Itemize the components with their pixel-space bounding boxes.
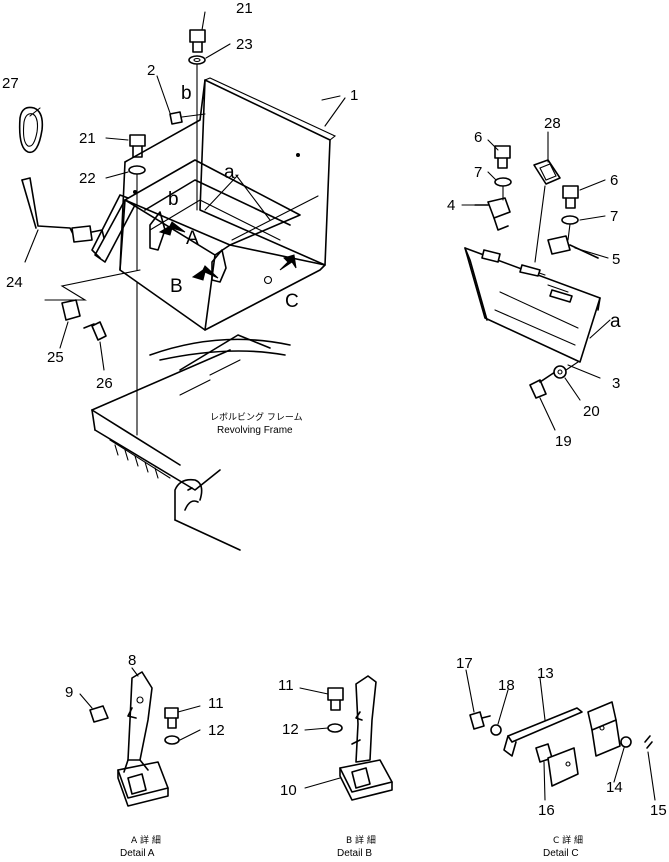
callout-labels: 21 23 2 1 27 21 22 24 25 26 6 28 7 6 4 7… — [2, 0, 667, 819]
detail-b-en: Detail B — [337, 848, 372, 859]
callout-27: 27 — [2, 75, 19, 92]
callout-17: 17 — [456, 655, 473, 672]
letter-B: B — [170, 276, 183, 297]
letter-a-bracket: a — [610, 311, 621, 332]
detail-a-jp: A 詳 細 — [131, 834, 161, 846]
callout-12-b: 12 — [282, 721, 299, 738]
letter-b-inner: b — [168, 189, 179, 210]
callout-1: 1 — [350, 87, 358, 104]
letter-a-box: a — [224, 162, 235, 183]
callout-28: 28 — [544, 115, 561, 132]
callout-16: 16 — [538, 802, 555, 819]
frame-label-en: Revolving Frame — [217, 425, 293, 436]
battery-box-assembly — [18, 29, 341, 436]
callout-3: 3 — [612, 375, 620, 392]
callout-23: 23 — [236, 36, 253, 53]
callout-8: 8 — [128, 652, 136, 669]
callout-24: 24 — [6, 274, 23, 291]
detail-a — [89, 671, 180, 807]
detail-b-jp: B 詳 細 — [346, 834, 376, 846]
callout-14: 14 — [606, 779, 623, 796]
letter-labels: b b a A B C a — [168, 83, 621, 332]
detail-a-en: Detail A — [120, 848, 155, 859]
callout-15: 15 — [650, 802, 667, 819]
callout-18: 18 — [498, 677, 515, 694]
detail-c-en: Detail C — [543, 848, 579, 859]
letter-C: C — [285, 291, 299, 312]
letter-A: A — [186, 228, 199, 249]
callout-21-top: 21 — [236, 0, 253, 17]
callout-21-left: 21 — [79, 130, 96, 147]
revolving-frame — [91, 334, 291, 551]
callout-10: 10 — [280, 782, 297, 799]
callout-2: 2 — [147, 62, 155, 79]
callout-11-a: 11 — [208, 695, 224, 712]
callout-7-left: 7 — [474, 164, 482, 181]
callout-13: 13 — [537, 665, 554, 682]
callout-25: 25 — [47, 349, 64, 366]
callout-26: 26 — [96, 375, 113, 392]
bracket-assembly — [464, 145, 601, 399]
frame-label: レボルビング フレーム Revolving Frame — [210, 411, 303, 436]
callout-11-b: 11 — [278, 677, 294, 694]
callout-5: 5 — [612, 251, 620, 268]
callout-12-a: 12 — [208, 722, 225, 739]
detail-captions: A 詳 細 Detail A B 詳 細 Detail B C 詳 細 Deta… — [120, 834, 583, 859]
callout-9: 9 — [65, 684, 73, 701]
frame-label-jp: レボルビング フレーム — [210, 411, 303, 423]
letter-b-top: b — [181, 83, 192, 104]
callout-4: 4 — [447, 197, 455, 214]
leader-lines — [24, 11, 656, 801]
detail-c-jp: C 詳 細 — [553, 834, 583, 846]
detail-b — [327, 675, 393, 801]
callout-6-left: 6 — [474, 129, 482, 146]
callout-22: 22 — [79, 170, 96, 187]
detail-c — [469, 701, 653, 787]
callout-20: 20 — [583, 403, 600, 420]
callout-7-right: 7 — [610, 208, 618, 225]
callout-6-right: 6 — [610, 172, 618, 189]
callout-19: 19 — [555, 433, 572, 450]
